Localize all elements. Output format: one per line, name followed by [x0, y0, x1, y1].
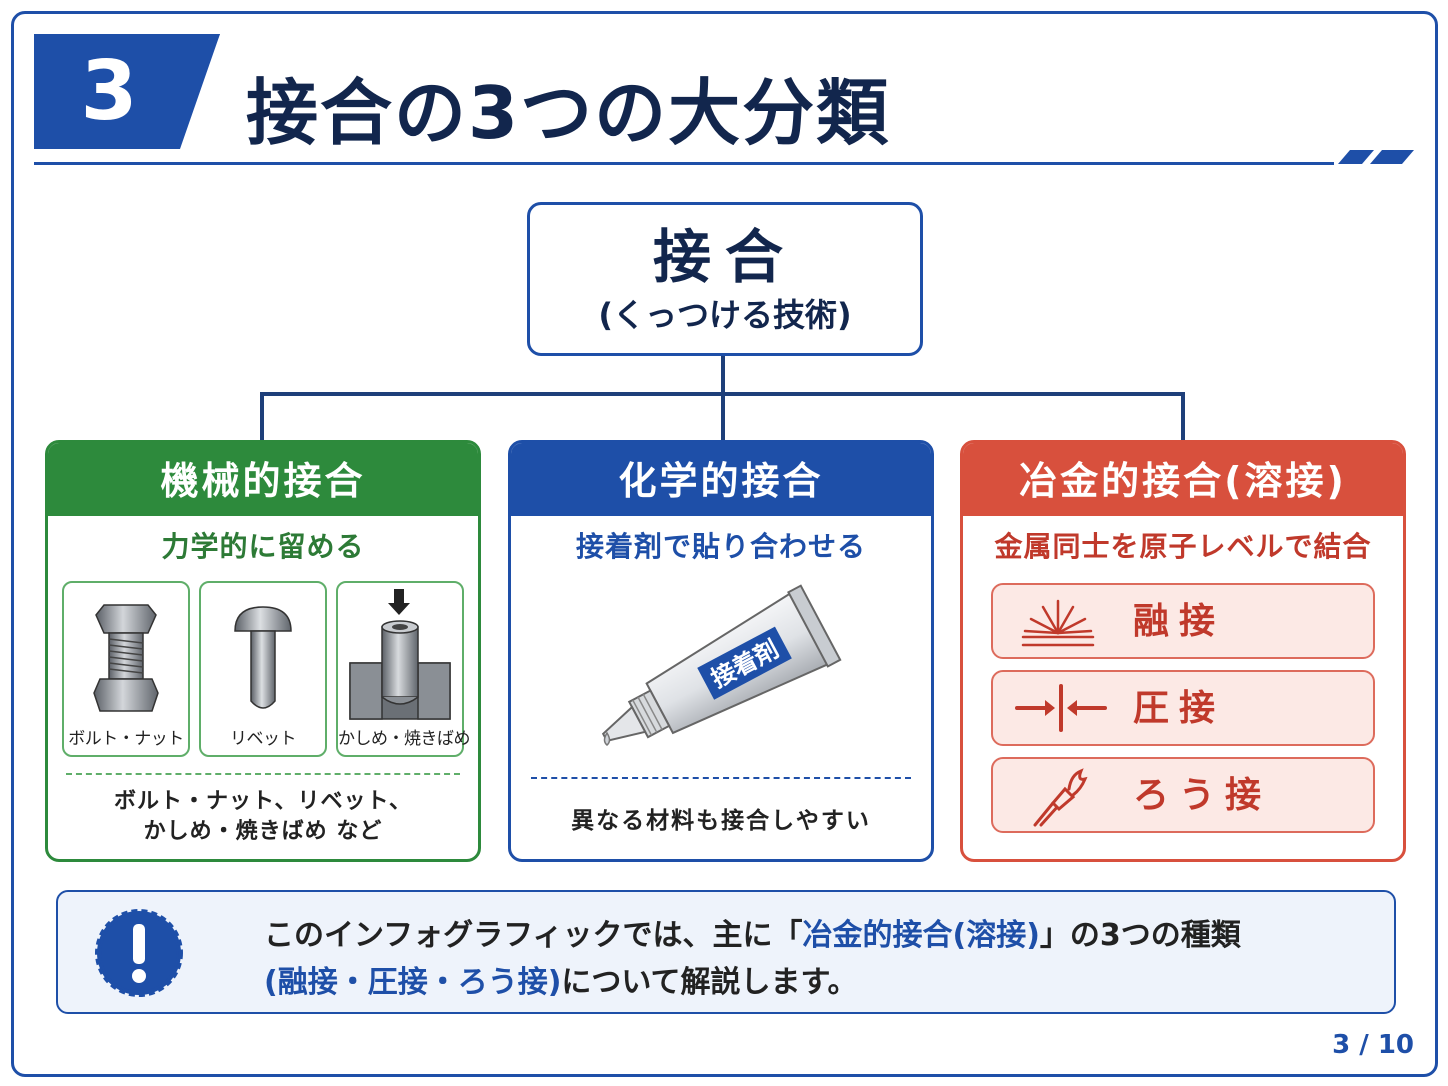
chemical-note: 異なる材料も接合しやすい: [571, 808, 871, 834]
section-number-badge: 3: [34, 34, 224, 149]
bolt-nut-label: ボルト・ナット: [68, 729, 184, 749]
info-line1-part-b: 」の3つの種類: [1039, 918, 1241, 953]
caulking-shrink-fit-icon: [349, 589, 451, 720]
bolt-nut-tile: ボルト・ナット: [62, 581, 190, 757]
mechanical-examples: ボルト・ナット リベット: [62, 581, 471, 757]
metallurgical-joining-card: 冶金的接合(溶接) 金属同士を原子レベルで結合 融接: [960, 440, 1406, 862]
fusion-spark-icon: [1021, 599, 1095, 647]
root-title: 接合: [652, 223, 797, 291]
title-stripes-decoration: [1338, 150, 1414, 164]
info-line1-part-a: このインフォグラフィックでは、主に「: [264, 918, 803, 953]
brazing-row: ろう接: [991, 757, 1375, 833]
chemical-card-subtitle: 接着剤で貼り合わせる: [575, 530, 866, 563]
root-subtitle: (くっつける技術): [598, 296, 852, 334]
page-number: 3 / 10: [1332, 1030, 1414, 1060]
page-title: 接合の3つの大分類: [246, 71, 891, 155]
bolt-nut-icon: [93, 604, 159, 712]
mechanical-divider: [66, 773, 460, 775]
title-underline: [34, 162, 1334, 165]
pressure-arrows-icon: [1015, 684, 1107, 732]
metallurgical-card-title: 冶金的接合(溶接): [963, 443, 1403, 516]
pressure-welding-row: 圧接: [991, 670, 1375, 746]
rivet-tile: リベット: [199, 581, 327, 757]
rivet-icon: [234, 606, 292, 709]
pressure-welding-label: 圧接: [1133, 688, 1226, 729]
chemical-joining-card: 化学的接合 接着剤で貼り合わせる 接着剤 異なる材料も接合しやすい: [508, 440, 934, 862]
brazing-label: ろう接: [1133, 775, 1272, 816]
caulking-label: かしめ・焼きばめ: [338, 729, 471, 749]
exclamation-icon: [95, 909, 183, 997]
torch-icon: [1033, 768, 1088, 827]
mechanical-note: ボルト・ナット、リベット、 かしめ・焼きばめ など: [48, 787, 478, 847]
fusion-welding-row: 融接: [991, 583, 1375, 659]
info-line2: (融接・圧接・ろう接)について解説します。: [264, 959, 1241, 1006]
mechanical-note-line1: ボルト・ナット、リベット、: [113, 789, 413, 814]
info-line1-highlight: 冶金的接合(溶接): [802, 918, 1040, 953]
chemical-card-title: 化学的接合: [511, 443, 931, 516]
info-line2-highlight: (融接・圧接・ろう接): [264, 965, 562, 1000]
adhesive-tube-icon: 接着剤: [601, 584, 842, 746]
section-number: 3: [80, 44, 138, 139]
caulking-tile: かしめ・焼きばめ: [336, 581, 471, 757]
info-text: このインフォグラフィックでは、主に「冶金的接合(溶接)」の3つの種類 (融接・圧…: [264, 912, 1241, 1006]
info-line1: このインフォグラフィックでは、主に「冶金的接合(溶接)」の3つの種類: [264, 912, 1241, 959]
mechanical-card-subtitle: 力学的に留める: [161, 530, 365, 563]
metallurgical-card-subtitle: 金属同士を原子レベルで結合: [994, 530, 1372, 563]
mechanical-joining-card: 機械的接合 力学的に留める: [45, 440, 481, 862]
fusion-welding-label: 融接: [1133, 601, 1226, 642]
chemical-divider: [531, 777, 911, 779]
info-line2-part-b: について解説します。: [561, 965, 858, 1000]
mechanical-note-line2: かしめ・焼きばめ など: [143, 819, 383, 844]
rivet-label: リベット: [230, 729, 297, 749]
mechanical-card-title: 機械的接合: [48, 443, 478, 516]
root-node: 接合 (くっつける技術): [527, 202, 923, 356]
section-number-shape: [34, 34, 220, 149]
info-box: このインフォグラフィックでは、主に「冶金的接合(溶接)」の3つの種類 (融接・圧…: [56, 890, 1396, 1014]
